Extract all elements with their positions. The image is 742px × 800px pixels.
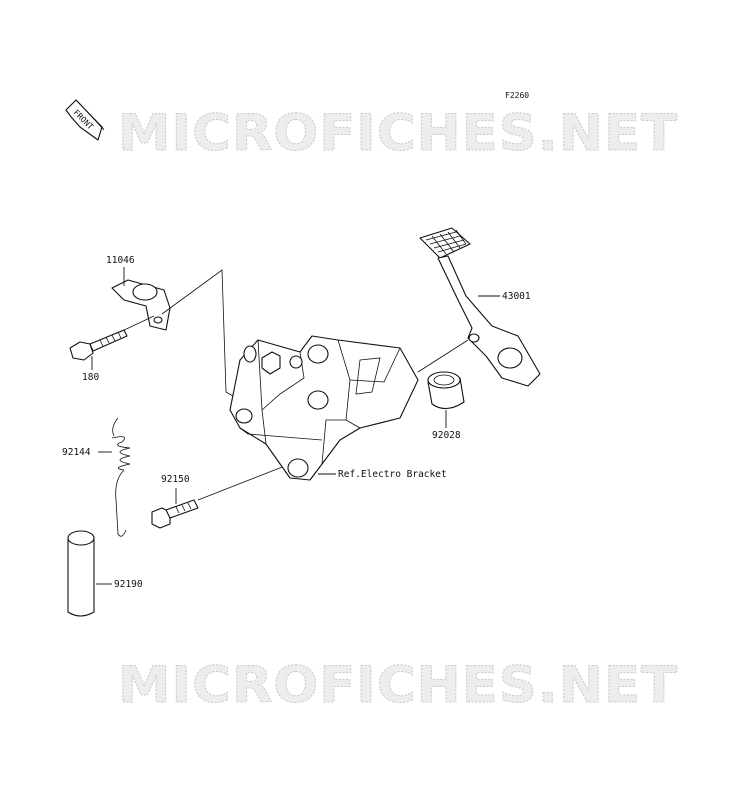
part-43001-brake-pedal bbox=[419, 227, 541, 387]
label-92028: 92028 bbox=[432, 430, 461, 441]
figure-code: F2260 bbox=[505, 91, 529, 100]
part-92150-bolt bbox=[151, 499, 199, 529]
part-180-bolt bbox=[69, 329, 128, 361]
label-43001: 43001 bbox=[502, 291, 531, 302]
bracket-main bbox=[229, 335, 419, 481]
watermark-top: MICROFICHES.NET bbox=[118, 104, 678, 162]
label-180: 180 bbox=[82, 372, 99, 383]
part-11046-clamp bbox=[111, 279, 171, 331]
part-92028-bushing bbox=[427, 371, 465, 410]
label-11046: 11046 bbox=[106, 255, 135, 266]
label-ref-electro-bracket: Ref.Electro Bracket bbox=[338, 469, 447, 480]
label-92150: 92150 bbox=[161, 474, 190, 485]
label-92144: 92144 bbox=[62, 447, 91, 458]
part-92144-spring bbox=[111, 417, 131, 537]
part-92190-sleeve bbox=[67, 530, 95, 617]
front-arrow-icon: FRONT bbox=[65, 99, 105, 141]
watermark-bottom: MICROFICHES.NET bbox=[118, 656, 678, 714]
label-92190: 92190 bbox=[114, 579, 143, 590]
